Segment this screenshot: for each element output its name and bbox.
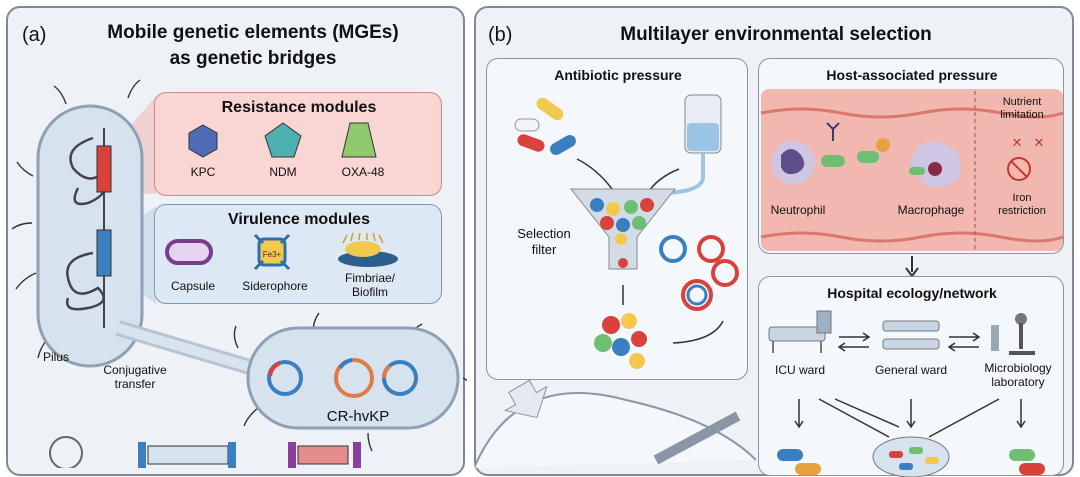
- virulence-title: Virulence modules: [228, 211, 370, 228]
- general-ward-label: General ward: [874, 363, 948, 377]
- conjugative-label: Conjugative: [103, 363, 167, 377]
- panel-b: (b) Multilayer environmental selection A…: [474, 6, 1074, 477]
- antibiotic-pressure-box: Antibiotic pressure: [486, 58, 748, 380]
- laboratory-label: laboratory: [991, 375, 1045, 389]
- pilus-label: Pilus: [42, 350, 69, 364]
- biofilm-icon: [338, 233, 398, 267]
- selection-filter-label-1: Selection: [517, 226, 571, 241]
- icu-bed-icon: [768, 310, 832, 353]
- panel-a-tag: (a): [22, 24, 47, 46]
- panel-b-title: Multilayer environmental selection: [620, 24, 932, 45]
- microscope-icon: [991, 313, 1035, 355]
- fe-crossed-2-icon: ✕: [1034, 135, 1045, 150]
- siderophore-label: Siderophore: [242, 279, 308, 293]
- neutrophil-label: Neutrophil: [770, 203, 826, 217]
- selection-filter-funnel-icon: [569, 188, 677, 270]
- fimbriae-label: Fimbriae/: [344, 271, 395, 285]
- biofilm-label: Biofilm: [351, 285, 388, 299]
- virulence-modules-box: Virulence modules Fe3+ Capsule Sideropho…: [154, 204, 442, 304]
- pills-icon: [514, 97, 576, 155]
- icu-label: ICU ward: [774, 363, 825, 377]
- hospital-title: Hospital ecology/network: [827, 285, 997, 301]
- hospital-ecology-box: Hospital ecology/network: [758, 276, 1064, 477]
- microbiology-label: Microbiology: [984, 361, 1052, 375]
- iv-bag-icon: [666, 94, 722, 195]
- selection-filter-label-2: filter: [531, 242, 557, 257]
- ndm-pentagon-icon: [264, 122, 302, 158]
- capsule-icon: [165, 239, 213, 265]
- general-ward-bed-icon: [882, 320, 940, 350]
- fe-crossed-1-icon: ✕: [1012, 135, 1023, 150]
- capsule-label: Capsule: [170, 279, 216, 293]
- panel-a: (a) Mobile genetic elements (MGEs) as ge…: [6, 6, 467, 476]
- bacterium-icon: [821, 155, 845, 167]
- nutrient-label-2: limitation: [1000, 109, 1044, 121]
- plasmid-cycle-icon: [659, 235, 739, 311]
- antibiotic-title: Antibiotic pressure: [554, 67, 682, 83]
- nutrient-label-1: Nutrient: [1002, 96, 1042, 108]
- kpc-label: KPC: [190, 165, 216, 179]
- oxa-trapezoid-icon: [341, 122, 377, 158]
- cr-hvkp-label: CR-hvKP: [326, 408, 390, 425]
- antibody-icon: [826, 122, 840, 141]
- bottom-partial-graphics: [476, 380, 756, 468]
- ndm-label: NDM: [269, 165, 297, 179]
- bacteria-reservoir: [872, 436, 950, 477]
- panel-a-title-line2: as genetic bridges: [169, 48, 337, 69]
- panel-a-title-line1: Mobile genetic elements (MGEs): [107, 22, 399, 43]
- resistance-modules-box: Resistance modules KPC NDM OXA-48: [154, 92, 442, 196]
- transfer-label: transfer: [114, 377, 156, 391]
- selected-bacteria-cluster: [594, 313, 647, 369]
- macrophage-label: Macrophage: [897, 203, 965, 217]
- resistance-title: Resistance modules: [221, 99, 377, 116]
- iron-label-2: restriction: [998, 205, 1046, 217]
- macrophage-icon: [909, 141, 961, 188]
- siderophore-fe-label: Fe3+: [263, 250, 282, 259]
- no-iron-icon: [1007, 157, 1031, 181]
- iron-label-1: Iron: [1012, 192, 1032, 204]
- panel-b-tag: (b): [488, 24, 513, 46]
- donor-bacterium: [36, 104, 144, 368]
- siderophore-icon: Fe3+: [253, 233, 291, 271]
- host-title: Host-associated pressure: [826, 67, 998, 83]
- neutrophil-icon: [771, 141, 815, 185]
- recipient-bacterium: [246, 326, 460, 430]
- oxa48-label: OXA-48: [341, 165, 385, 179]
- panel-a-artwork: [11, 79, 467, 468]
- kpc-hexagon-icon: [188, 124, 218, 158]
- host-pressure-box: Host-associated pressure ✕ ✕: [758, 58, 1064, 254]
